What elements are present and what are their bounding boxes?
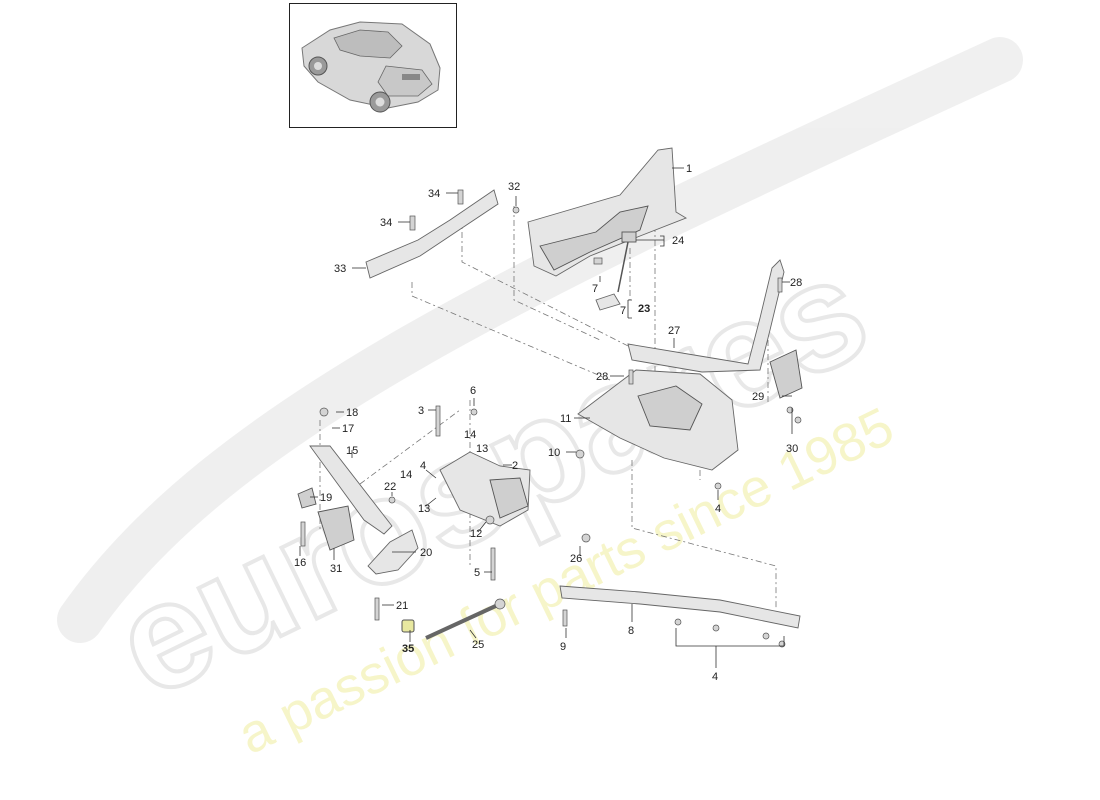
callout-30[interactable]: 30 [786,443,798,455]
bolt-5[interactable] [490,547,496,581]
callout-4-right[interactable]: 4 [715,503,721,515]
callout-5[interactable]: 5 [474,567,480,579]
assembly-guidelines [319,170,777,610]
callout-6[interactable]: 6 [470,385,476,397]
callout-4-mid[interactable]: 4 [420,460,426,472]
bolt-34-top[interactable] [457,189,464,205]
callout-17[interactable]: 17 [342,423,354,435]
callout-16[interactable]: 16 [294,557,306,569]
callout-27[interactable]: 27 [668,325,680,337]
nut-10[interactable] [575,449,585,459]
part-15-arm[interactable] [309,445,393,535]
car-illustration [301,21,441,113]
callout-29[interactable]: 29 [752,391,764,403]
bolts [300,189,802,648]
part-24-bracket[interactable] [593,231,637,311]
callout-31[interactable]: 31 [330,563,342,575]
callout-2[interactable]: 2 [512,460,518,472]
callout-8[interactable]: 8 [628,625,634,637]
screw-22[interactable] [388,496,396,504]
callout-24[interactable]: 24 [672,235,684,247]
callout-11[interactable]: 11 [560,413,571,425]
vehicle-thumbnail[interactable] [289,3,457,128]
callout-4-bottom[interactable]: 4 [712,671,718,683]
screw-32[interactable] [512,206,520,214]
callout-10[interactable]: 10 [548,447,560,459]
callout-25[interactable]: 25 [472,639,484,651]
part-33-cross-bar[interactable] [365,189,499,279]
leader-lines [299,167,793,668]
part-8-rail[interactable] [559,585,801,629]
callout-28-lower[interactable]: 28 [596,371,608,383]
bolt-16[interactable] [300,521,306,547]
cap-18[interactable] [319,407,329,417]
callout-28-upper[interactable]: 28 [790,277,802,289]
callout-34-top[interactable]: 34 [428,188,440,200]
part-11-floor-panel[interactable] [577,369,739,471]
part-35-bushing[interactable] [401,619,415,633]
callout-7-upper[interactable]: 7 [592,283,598,295]
callout-22[interactable]: 22 [384,481,396,493]
callout-13-upper[interactable]: 13 [476,443,488,455]
callout-32[interactable]: 32 [508,181,520,193]
screw-6[interactable] [470,408,478,416]
bolt-28-lower[interactable] [628,369,634,385]
bolt-28-upper[interactable] [777,277,783,293]
callout-33[interactable]: 33 [334,263,346,275]
callout-15[interactable]: 15 [346,445,358,457]
bolt-34-lower[interactable] [409,215,416,231]
part-29-block[interactable] [769,349,803,399]
callout-labels: 1 2 3 4 4 4 5 6 7 7 8 9 10 11 12 13 13 1… [294,163,802,683]
watermark: eurospares a passion for parts since 198… [57,37,1023,766]
part-31-bracket[interactable] [317,505,355,551]
part-1-frame-bracket[interactable] [527,147,688,277]
bolt-9[interactable] [562,609,568,627]
part-19-plate[interactable] [297,487,317,509]
callout-1[interactable]: 1 [686,163,692,175]
callout-14-lower[interactable]: 14 [400,469,412,481]
callout-18[interactable]: 18 [346,407,358,419]
callout-19[interactable]: 19 [320,492,332,504]
callout-3[interactable]: 3 [418,405,424,417]
washer-26[interactable] [581,533,591,543]
callout-34-lower[interactable]: 34 [380,217,392,229]
callout-14-upper[interactable]: 14 [464,429,476,441]
part-25-link-rod[interactable] [425,598,506,640]
callout-7-lower[interactable]: 7 [620,305,626,317]
nut-12[interactable] [485,515,495,525]
callout-23[interactable]: 23 [638,303,650,315]
bolt-3[interactable] [435,405,441,437]
part-2-carrier[interactable] [439,451,531,527]
callout-12[interactable]: 12 [470,528,482,540]
bolt-21[interactable] [374,597,380,621]
callout-9[interactable]: 9 [560,641,566,653]
callout-26[interactable]: 26 [570,553,582,565]
callout-35[interactable]: 35 [402,643,414,655]
part-27-rear-frame[interactable] [627,259,785,373]
callout-13-lower[interactable]: 13 [418,503,430,515]
callout-21[interactable]: 21 [396,600,408,612]
callout-20[interactable]: 20 [420,547,432,559]
